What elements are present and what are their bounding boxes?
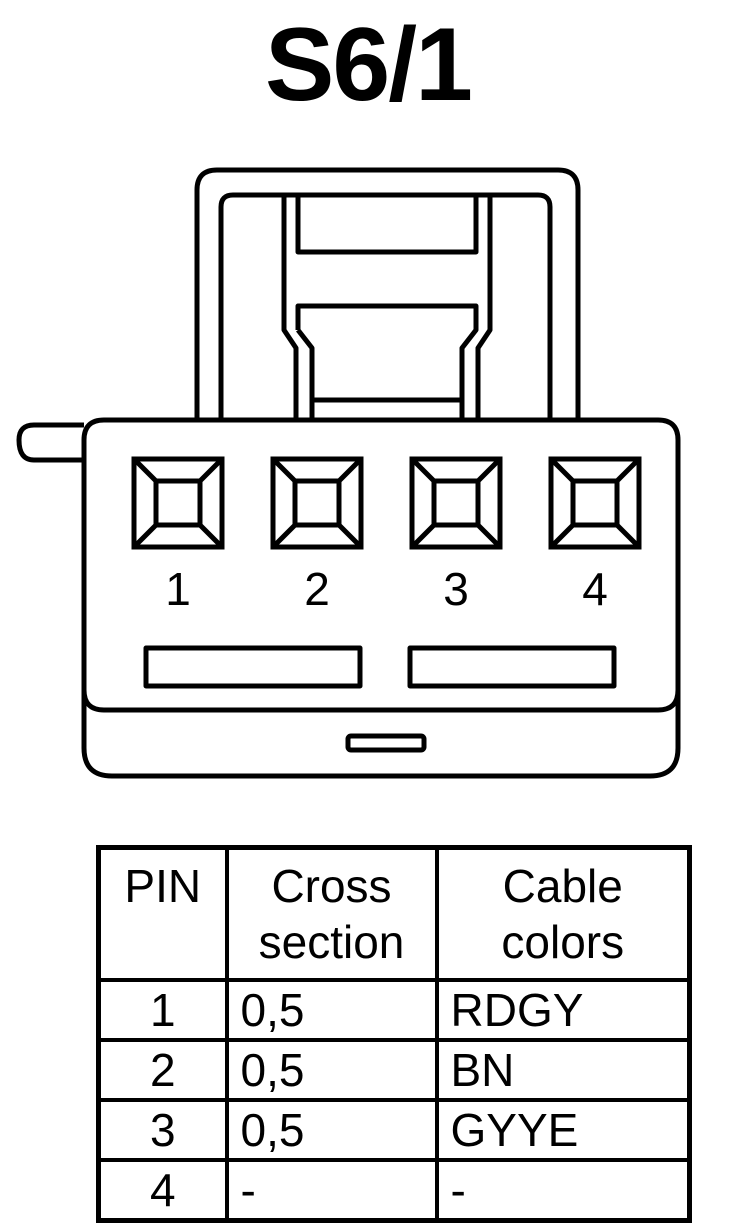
- pin-cavity-4: [548, 456, 642, 550]
- connector-title: S6/1: [265, 7, 473, 123]
- cross-section-cell: 0,5: [224, 1038, 439, 1102]
- cable-color-cell: RDGY: [434, 978, 692, 1042]
- cross-section-cell: 0,5: [224, 1098, 439, 1162]
- cross-section-cell: -: [224, 1158, 439, 1223]
- connector-drawing: 1 2 3 4: [16, 167, 681, 779]
- pin-label-3: 3: [443, 563, 469, 615]
- latch-tongue-inner: [295, 303, 479, 420]
- cross-section-cell: 0,5: [224, 978, 439, 1042]
- cable-color-cell: -: [434, 1158, 692, 1223]
- latch-frame-inner: [218, 192, 553, 420]
- pin-label-2: 2: [304, 563, 330, 615]
- pin-cavity-2: [270, 456, 364, 550]
- pin-cavity-3: [409, 456, 503, 550]
- table-row: 4--: [96, 1158, 692, 1223]
- pin-cell: 3: [96, 1098, 229, 1162]
- housing-upper: [81, 689, 681, 713]
- pin-cell: 4: [96, 1158, 229, 1223]
- latch-tongue-outer: [281, 195, 299, 420]
- header-cable-colors: Cable colors: [434, 845, 692, 982]
- pin-label-4: 4: [582, 563, 608, 615]
- slot-left: [143, 645, 363, 689]
- pin-table-header: PIN Cross section Cable colors: [96, 845, 692, 982]
- slot-right: [407, 645, 617, 689]
- key-slot: [345, 733, 427, 753]
- header-pin: PIN: [96, 845, 229, 982]
- latch-frame-outer: [194, 167, 581, 420]
- side-tab: [16, 422, 84, 463]
- cable-color-cell: BN: [434, 1038, 692, 1102]
- cable-color-cell: GYYE: [434, 1098, 692, 1162]
- pin-label-1: 1: [165, 563, 191, 615]
- header-cross-section: Cross section: [224, 845, 439, 982]
- pin-cell: 2: [96, 1038, 229, 1102]
- pin-cavity-1: [131, 456, 225, 550]
- housing-body: [81, 417, 681, 779]
- pin-cell: 1: [96, 978, 229, 1042]
